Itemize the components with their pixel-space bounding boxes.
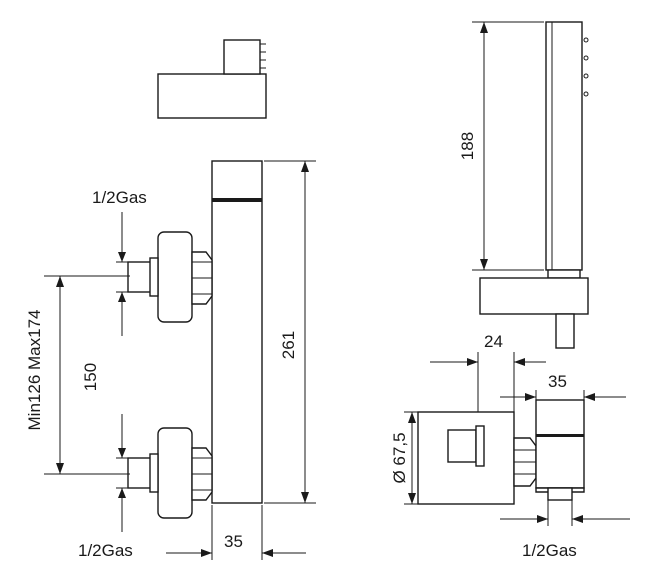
top-inlet [127,231,213,323]
handshower-side-view: 188 [458,21,589,349]
center-distance-dimension: 150 Min126 Max174 [25,275,130,475]
mixer-body-front [211,160,263,504]
depth-label-left: 35 [224,532,243,551]
thread-label-bottom-right: 1/2Gas [522,541,577,560]
thread-dimension-bottom: 1/2Gas [78,414,133,560]
thread-label-top: 1/2Gas [92,188,147,207]
center-distance-label: 150 [81,363,100,391]
bottom-inlet [127,427,213,519]
depth-dimension-left: 35 [166,505,306,560]
height-label: 261 [279,331,298,359]
offset-label: 24 [484,332,503,351]
height-dimension: 261 [264,160,316,504]
thread-dimension-top: 1/2Gas [92,188,147,336]
handshower-head-front [157,39,267,119]
handshower-length-label: 188 [458,132,477,160]
depth-label-right: 35 [548,372,567,391]
front-view: 1/2Gas 1/2Gas 150 Min126 Max174 [25,39,316,560]
mixer-side-view: 24 35 Ø 67,5 1/2Gas [390,332,630,560]
diameter-label: Ø 67,5 [390,432,409,483]
range-label: Min126 Max174 [25,310,44,431]
thread-label-bottom-left: 1/2Gas [78,541,133,560]
